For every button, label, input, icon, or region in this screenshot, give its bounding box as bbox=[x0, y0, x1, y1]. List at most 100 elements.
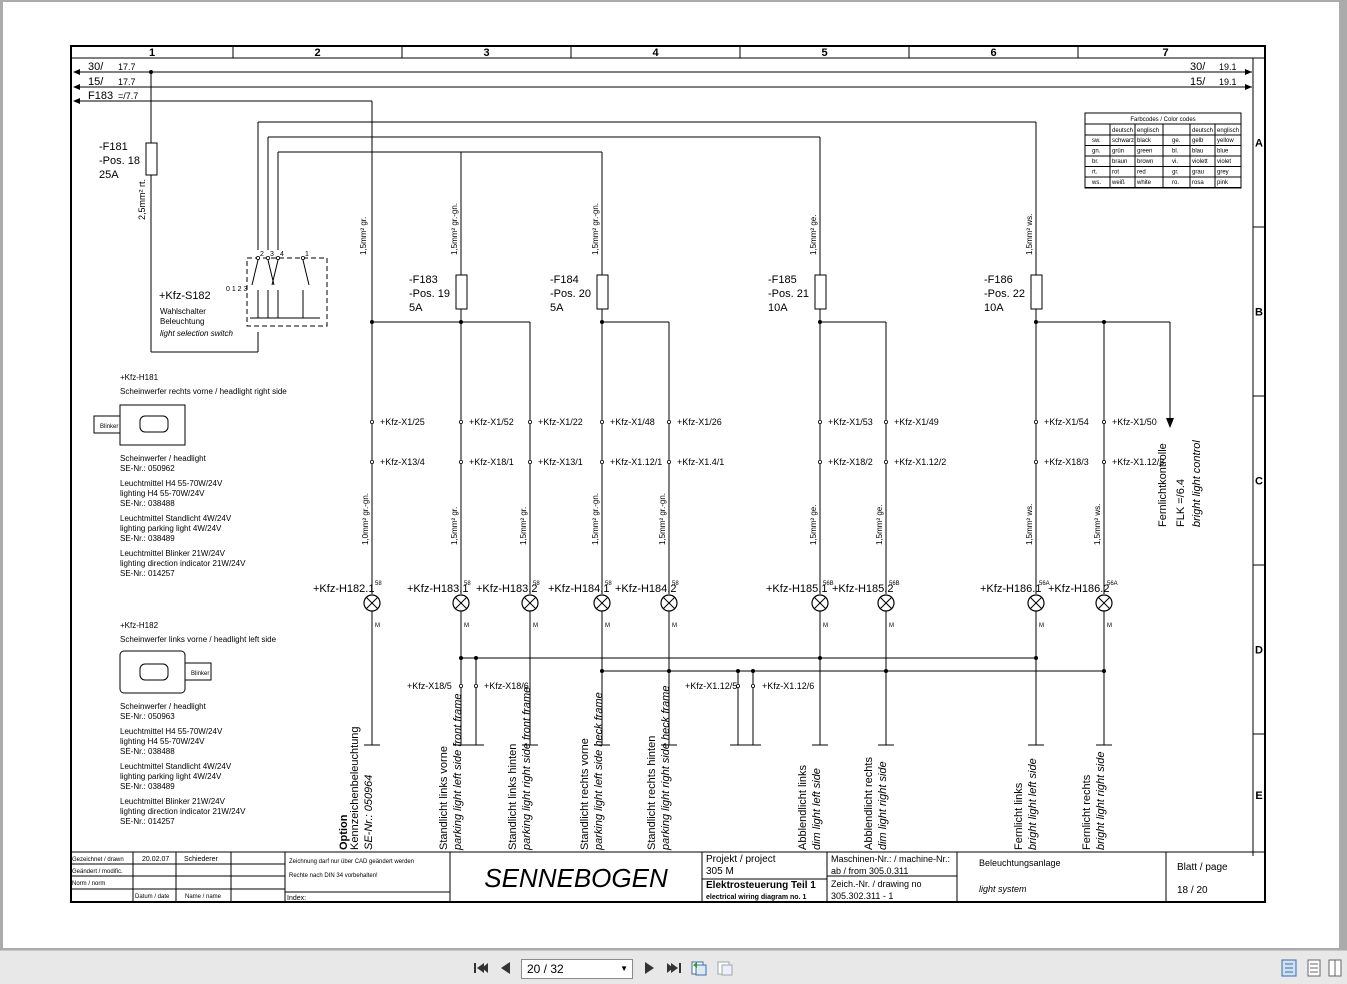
wire-spec: 1,5mm² gr. bbox=[450, 507, 459, 545]
headlight-lamp bbox=[139, 415, 169, 433]
previous-page-button[interactable] bbox=[497, 959, 515, 977]
row-letter: D bbox=[1255, 645, 1263, 657]
single-page-view-button[interactable] bbox=[1280, 959, 1298, 977]
connector-label: +Kfz-X1/22 bbox=[538, 417, 583, 427]
title-block-value: Schiederer bbox=[184, 856, 219, 863]
lamp-terminal: 58 bbox=[672, 581, 679, 587]
fuse-box bbox=[814, 274, 827, 310]
wire-spec: 1,5mm² ws. bbox=[1025, 214, 1034, 255]
fuse-id: -F183 bbox=[409, 274, 438, 286]
fuse-f181 bbox=[145, 142, 158, 176]
switch-id: +Kfz-S182 bbox=[159, 290, 211, 302]
wire-spec: 1,5mm² gr.-gn. bbox=[450, 203, 459, 255]
project-label: Projekt / project bbox=[706, 854, 776, 865]
lamp-cross bbox=[365, 596, 379, 610]
fuse-rating: 25A bbox=[99, 169, 119, 181]
single-page-icon bbox=[1281, 959, 1297, 977]
lamp-name: Standlicht rechts hinten bbox=[646, 736, 658, 850]
color-code: gelb bbox=[1192, 138, 1204, 144]
color-code: brown bbox=[1137, 159, 1153, 165]
color-code-header: deutsch bbox=[1112, 128, 1133, 134]
color-code: grey bbox=[1217, 170, 1229, 176]
lamp-name-en: bright light right side bbox=[1095, 752, 1107, 850]
terminal-ring bbox=[369, 459, 374, 464]
page-label: Blatt / page bbox=[1177, 862, 1228, 873]
terminal-ring bbox=[458, 684, 463, 689]
next-page-button[interactable] bbox=[640, 959, 658, 977]
wire-spec: 1,5mm² ge. bbox=[809, 505, 818, 545]
headlight-spec: Leuchtmittel H4 55-70W/24V bbox=[120, 479, 223, 488]
headlight-body bbox=[119, 650, 186, 694]
lamp-cross bbox=[1029, 596, 1043, 610]
title-block-label: Gezeichnet / drawn bbox=[72, 857, 124, 863]
headlight-title: Scheinwerfer rechts vorne / headlight ri… bbox=[120, 387, 287, 396]
headlight-spec: Scheinwerfer / headlight bbox=[120, 454, 207, 463]
lamp-terminal: 58 bbox=[533, 581, 540, 587]
switch-blade bbox=[271, 259, 279, 286]
connector-label: +Kfz-X18/2 bbox=[828, 457, 873, 467]
color-code: rot bbox=[1112, 170, 1119, 176]
terminal-ring bbox=[255, 255, 260, 260]
color-code: schwarz bbox=[1112, 138, 1134, 144]
lamp-id: +Kfz-H185.2 bbox=[832, 583, 893, 595]
drawing-value: 305.302.311 - 1 bbox=[831, 891, 893, 901]
color-code: braun bbox=[1112, 159, 1127, 165]
headlight-spec: Scheinwerfer / headlight bbox=[120, 702, 207, 711]
color-code: ws. bbox=[1091, 180, 1101, 186]
headlight-title: Scheinwerfer links vorne / headlight lef… bbox=[120, 635, 277, 644]
title-block-label: Index: bbox=[287, 895, 306, 902]
continuous-view-button[interactable] bbox=[1305, 959, 1323, 977]
bright-control-arrow bbox=[1166, 418, 1174, 428]
fuse-pos: -Pos. 21 bbox=[768, 288, 809, 300]
junction-dot bbox=[667, 669, 671, 673]
fuse-id: -F185 bbox=[768, 274, 797, 286]
subject-en: light system bbox=[979, 884, 1027, 894]
connector-label: +Kfz-X18/3 bbox=[1044, 457, 1089, 467]
color-code: green bbox=[1137, 149, 1152, 155]
title-block-label: Geändert / modific. bbox=[72, 869, 123, 875]
wire-spec: 1,5mm² gr.-gn. bbox=[658, 493, 667, 545]
switch-contact: 4 bbox=[280, 251, 284, 258]
color-code: rt. bbox=[1092, 170, 1098, 176]
next-page-icon bbox=[645, 962, 654, 974]
junction-dot bbox=[884, 669, 888, 673]
page-number-value: 20 / 32 bbox=[527, 962, 564, 976]
rail-arrow-left bbox=[73, 84, 80, 90]
rail-arrow-left bbox=[73, 69, 80, 75]
rail-arrow-left bbox=[73, 98, 80, 104]
lamp-cross bbox=[523, 596, 537, 610]
lamp-cross bbox=[595, 596, 609, 610]
switch-contact: 1 bbox=[305, 251, 309, 258]
switch-blade bbox=[302, 259, 310, 286]
connector-label: +Kfz-X13/4 bbox=[380, 457, 425, 467]
junction-dot bbox=[818, 656, 822, 660]
terminal-ring bbox=[884, 459, 889, 464]
page-number-select[interactable]: 20 / 32 ▼ bbox=[521, 959, 633, 979]
last-page-button[interactable] bbox=[665, 959, 683, 977]
column-number: 6 bbox=[990, 47, 996, 59]
terminal-ring bbox=[265, 255, 270, 260]
go-forward-view-button[interactable] bbox=[716, 959, 734, 977]
first-page-button[interactable] bbox=[472, 959, 490, 977]
connector-label: +Kfz-X1/26 bbox=[677, 417, 722, 427]
headlight-spec: lighting H4 55-70W/24V bbox=[120, 737, 205, 746]
terminal-ring bbox=[818, 419, 823, 424]
go-back-view-button[interactable] bbox=[690, 959, 708, 977]
fuse-pos: -Pos. 22 bbox=[984, 288, 1025, 300]
lamp-ground: M bbox=[464, 623, 469, 629]
terminal-ring bbox=[1034, 459, 1039, 464]
color-code: ro. bbox=[1172, 180, 1179, 186]
color-code: grün bbox=[1112, 149, 1124, 155]
title-block-label: Norm / norm bbox=[72, 881, 105, 887]
switch-contact: 3 bbox=[270, 251, 274, 258]
color-code: violet bbox=[1217, 159, 1231, 165]
lamp-terminal: 56B bbox=[823, 581, 834, 587]
facing-view-button[interactable] bbox=[1328, 959, 1342, 977]
blinker-label: Blinker bbox=[100, 424, 118, 430]
color-code: ge. bbox=[1172, 138, 1181, 144]
switch-blade bbox=[251, 259, 259, 286]
headlight-spec: SE-Nr.: 014257 bbox=[120, 817, 175, 826]
lamp-cross bbox=[879, 596, 893, 610]
lamp-id: +Kfz-H184.1 bbox=[548, 583, 609, 595]
